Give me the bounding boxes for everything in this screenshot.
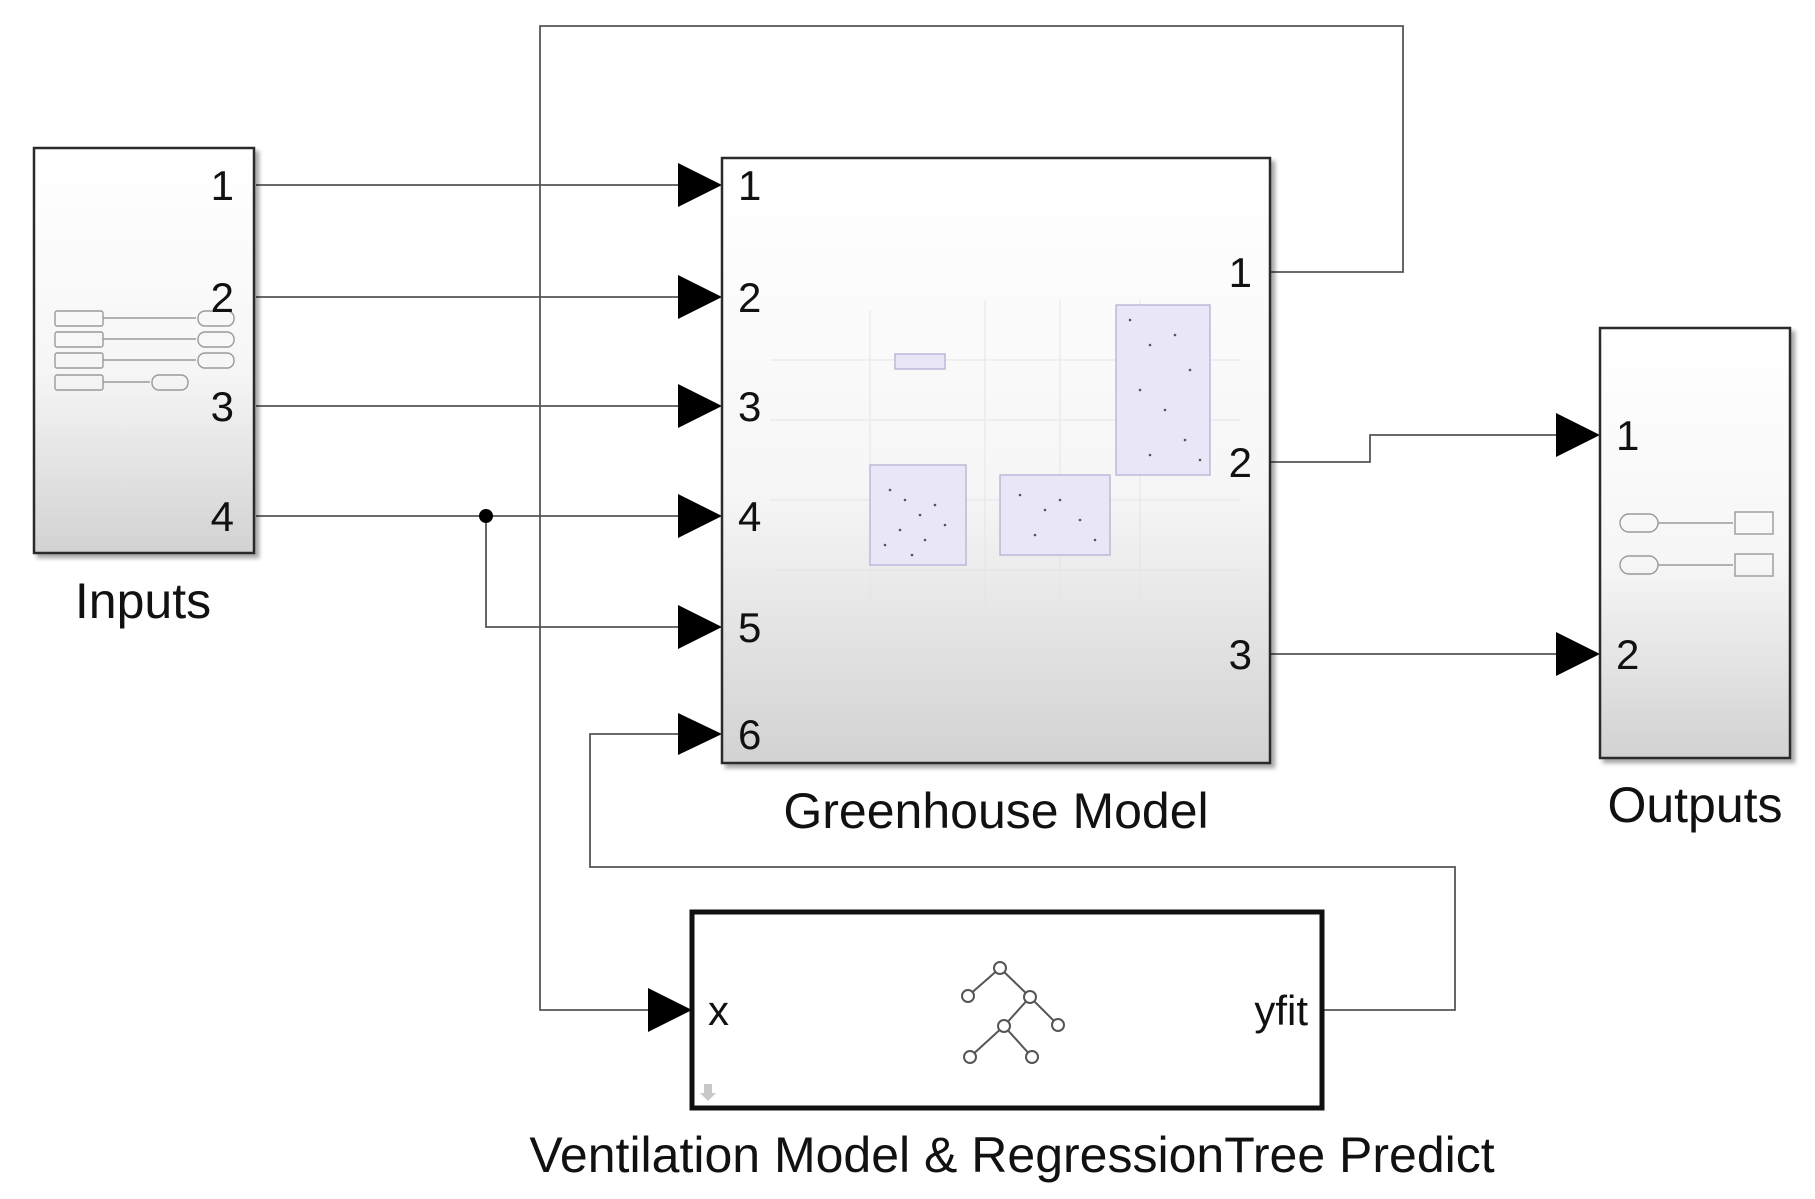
inputs-port-1: 1 (211, 162, 234, 209)
inputs-block[interactable]: 1 2 3 4 (32, 146, 256, 555)
branch-point (479, 509, 493, 523)
arrow-gh-in4 (678, 494, 722, 538)
greenhouse-in-port-5: 5 (738, 604, 761, 651)
arrow-gh-in3 (678, 384, 722, 428)
arrow-gh-in6 (678, 713, 722, 755)
arrow-gh-in2 (678, 275, 722, 319)
greenhouse-out-port-3: 3 (1229, 631, 1252, 678)
greenhouse-in-port-3: 3 (738, 383, 761, 430)
regression-tree-icon (961, 961, 1065, 1064)
outputs-block[interactable]: 1 2 (1598, 326, 1792, 760)
outputs-port-1: 1 (1616, 412, 1639, 459)
inputs-label: Inputs (75, 573, 211, 629)
ventilation-port-x: x (708, 987, 729, 1034)
ventilation-port-yfit: yfit (1254, 987, 1308, 1034)
wire-yfit-to-gh-in6[interactable] (589, 733, 1456, 1011)
greenhouse-out-port-1: 1 (1229, 249, 1252, 296)
arrow-outputs-in2 (1556, 632, 1600, 676)
greenhouse-in-port-2: 2 (738, 274, 761, 321)
inputs-port-4: 4 (211, 493, 234, 540)
greenhouse-in-port-1: 1 (738, 162, 761, 209)
greenhouse-model-block[interactable]: 1 2 3 4 5 6 1 2 3 (720, 156, 1272, 765)
wire-gh-out1-to-ventilation-x[interactable] (539, 25, 1404, 1011)
down-arrow-icon (700, 1084, 716, 1101)
wire-gh-out2-to-outputs-in1[interactable] (1270, 434, 1562, 463)
ventilation-block[interactable]: x yfit (689, 909, 1325, 1111)
greenhouse-in-port-6: 6 (738, 711, 761, 758)
greenhouse-out-port-2: 2 (1229, 439, 1252, 486)
arrow-ventilation-x (648, 988, 692, 1032)
outputs-label: Outputs (1607, 777, 1782, 833)
outputs-port-2: 2 (1616, 631, 1639, 678)
signal-sink-icon (1619, 511, 1774, 577)
signal-source-icon (54, 310, 235, 391)
arrow-outputs-in1 (1556, 413, 1600, 457)
greenhouse-in-port-4: 4 (738, 493, 761, 540)
arrow-gh-in1 (678, 163, 722, 207)
subsystem-preview-icon (770, 300, 1240, 620)
inputs-port-3: 3 (211, 383, 234, 430)
inputs-port-2: 2 (211, 274, 234, 321)
arrow-gh-in5 (678, 605, 722, 649)
arrowheads (648, 163, 1600, 1032)
wire-in4-branch-to-in5[interactable] (485, 516, 688, 628)
ventilation-label: Ventilation Model & RegressionTree Predi… (529, 1127, 1494, 1183)
wires (256, 25, 1562, 1011)
greenhouse-model-label: Greenhouse Model (783, 783, 1208, 839)
